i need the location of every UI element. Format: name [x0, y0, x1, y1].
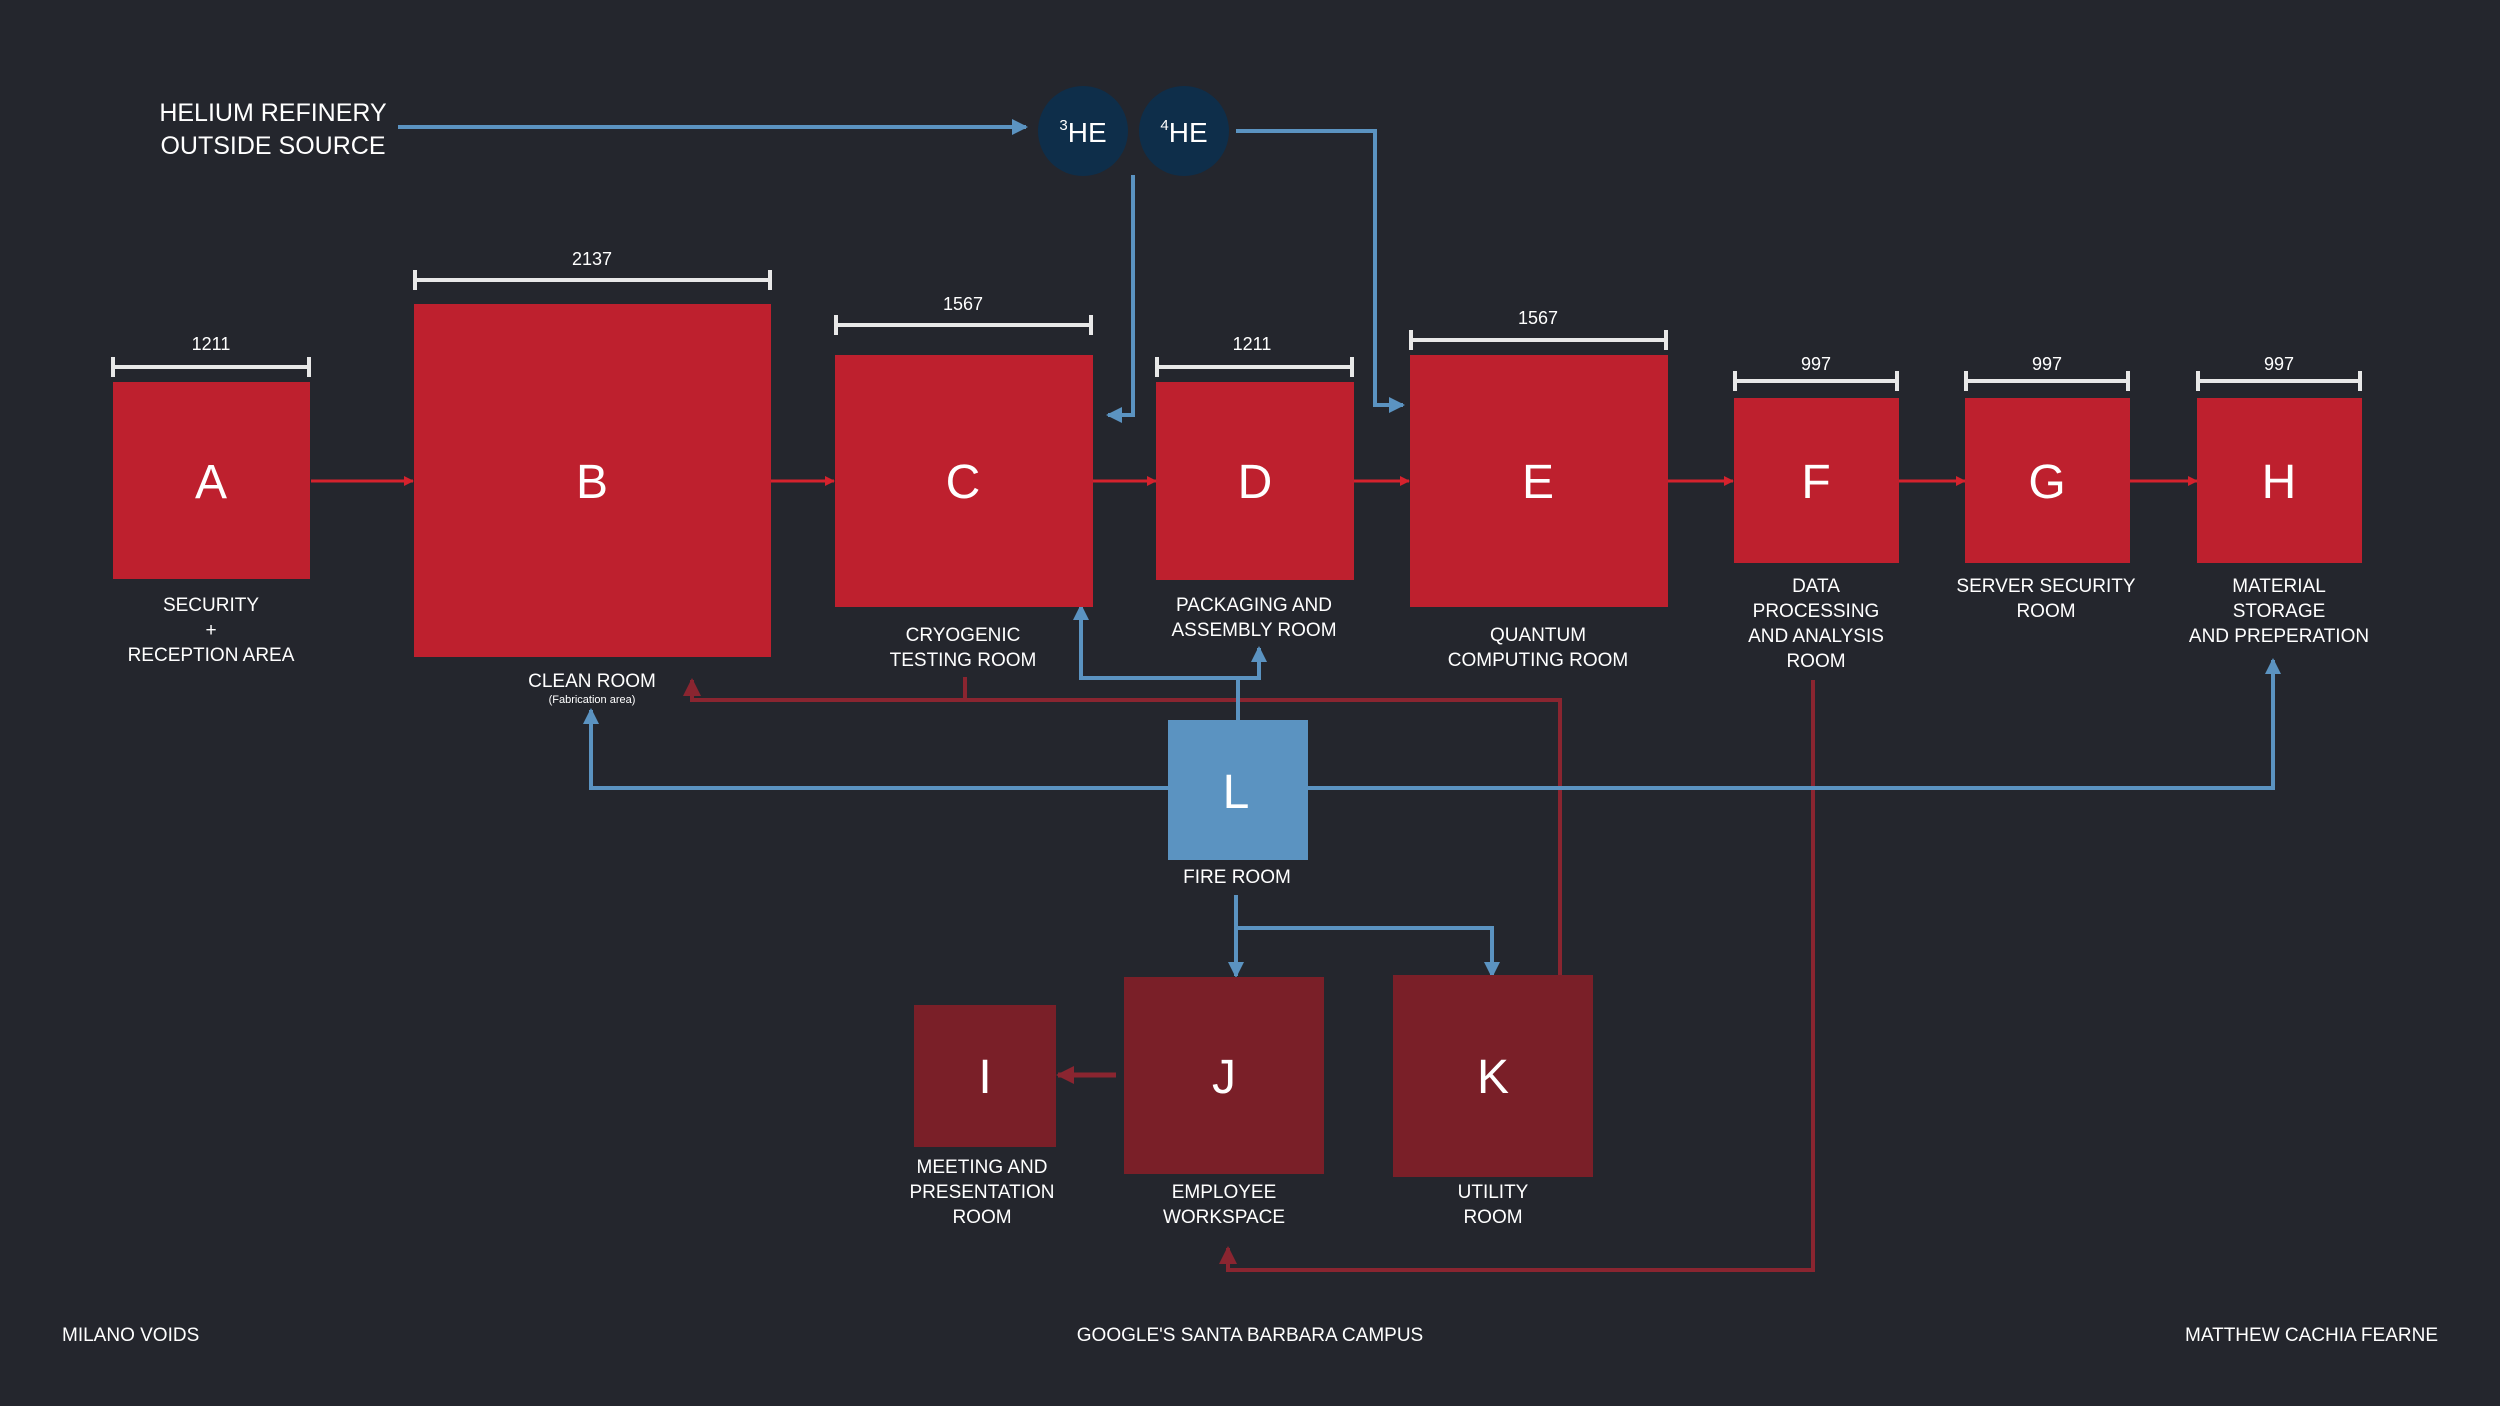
room-i-letter: I [978, 1051, 991, 1104]
room-d-label-1: PACKAGING AND [1176, 595, 1332, 616]
room-a-label-2: + [205, 620, 216, 641]
footer-center: GOOGLE'S SANTA BARBARA CAMPUS [1077, 1325, 1423, 1346]
source-label-line2: OUTSIDE SOURCE [160, 132, 385, 160]
room-c-label-1: CRYOGENIC [906, 625, 1021, 646]
room-b-label-1: CLEAN ROOM [528, 671, 656, 692]
room-e-letter: E [1522, 456, 1554, 509]
room-c-letter: C [946, 456, 981, 509]
he4-label: 4HE [1160, 117, 1207, 148]
room-f[interactable]: F [1734, 398, 1899, 563]
dimension-h [2196, 371, 2362, 391]
dimension-c-value: 1567 [943, 294, 983, 314]
room-e-label-1: QUANTUM [1490, 625, 1586, 646]
room-b-letter: B [576, 456, 608, 509]
room-i-label-3: ROOM [952, 1207, 1011, 1228]
room-f-label-4: ROOM [1786, 651, 1845, 672]
room-g[interactable]: G [1965, 398, 2130, 563]
l-to-k-line [1236, 926, 1500, 978]
dimension-f [1733, 371, 1899, 391]
room-j-label-1: EMPLOYEE [1172, 1182, 1277, 1203]
room-a-letter: A [195, 456, 227, 509]
dimension-b [413, 270, 772, 290]
room-e-label-2: COMPUTING ROOM [1448, 650, 1629, 671]
room-i-label-1: MEETING AND [917, 1157, 1048, 1178]
room-l-letter: L [1223, 766, 1250, 819]
room-b-sublabel: (Fabrication area) [549, 694, 636, 706]
room-j[interactable]: J [1124, 977, 1324, 1174]
room-k-letter: K [1477, 1051, 1509, 1104]
he4-node [1139, 86, 1229, 176]
room-g-label-1: SERVER SECURITY [1956, 576, 2135, 597]
dimension-c [834, 315, 1093, 335]
room-a-label-3: RECEPTION AREA [128, 645, 295, 666]
room-c[interactable]: C [835, 355, 1093, 607]
dimension-d-value: 1211 [1233, 334, 1272, 354]
room-d[interactable]: D [1156, 382, 1354, 580]
room-h-letter: H [2262, 456, 2297, 509]
room-l-label-1: FIRE ROOM [1183, 867, 1291, 888]
room-a[interactable]: A [113, 382, 310, 579]
room-f-label-1: DATA [1792, 576, 1840, 597]
room-l[interactable]: L [1168, 720, 1308, 860]
footer-left: MILANO VOIDS [62, 1325, 199, 1346]
room-h-label-2: STORAGE [2233, 601, 2326, 622]
dimension-a [111, 357, 311, 377]
room-a-label-1: SECURITY [163, 595, 259, 616]
k-to-b-return-line [965, 698, 1562, 975]
l-to-d-line [1238, 646, 1267, 680]
room-h[interactable]: H [2197, 398, 2362, 563]
l-to-c-line [1073, 604, 1240, 720]
room-b[interactable]: B [414, 304, 771, 657]
room-k-label-1: UTILITY [1458, 1182, 1529, 1203]
dimension-h-value: 997 [2264, 354, 2294, 374]
dimension-e-value: 1567 [1518, 308, 1558, 328]
dimension-d [1155, 357, 1354, 377]
l-to-h-line [1308, 658, 2281, 790]
room-h-label-1: MATERIAL [2232, 576, 2326, 597]
room-f-label-3: AND ANALYSIS [1748, 626, 1884, 647]
room-f-label-2: PROCESSING [1753, 601, 1880, 622]
f-to-j-return-line [1219, 680, 1815, 1272]
dimension-g [1964, 371, 2130, 391]
room-d-letter: D [1238, 456, 1273, 509]
he3-node [1038, 86, 1128, 176]
room-j-letter: J [1212, 1051, 1236, 1104]
dimension-g-value: 997 [2032, 354, 2062, 374]
room-i[interactable]: I [914, 1005, 1056, 1147]
room-k[interactable]: K [1393, 975, 1593, 1177]
room-d-label-2: ASSEMBLY ROOM [1171, 620, 1336, 641]
room-f-letter: F [1801, 456, 1830, 509]
he3-label: 3HE [1059, 117, 1106, 148]
dimension-e [1409, 330, 1668, 350]
he4-to-e-line [1236, 129, 1405, 413]
room-j-label-2: WORKSPACE [1163, 1207, 1285, 1228]
room-h-label-3: AND PREPERATION [2189, 626, 2369, 647]
room-e[interactable]: E [1410, 355, 1668, 607]
room-i-label-2: PRESENTATION [910, 1182, 1055, 1203]
c-to-b-return-line [683, 677, 967, 702]
dimension-a-value: 1211 [192, 334, 231, 354]
footer-right: MATTHEW CACHIA FEARNE [2185, 1325, 2438, 1346]
room-k-label-2: ROOM [1463, 1207, 1522, 1228]
he3-to-c-line [1106, 175, 1135, 423]
l-to-b-line [583, 708, 1168, 790]
dimension-f-value: 997 [1801, 354, 1831, 374]
source-label-line1: HELIUM REFINERY [159, 99, 387, 127]
room-c-label-2: TESTING ROOM [890, 650, 1037, 671]
room-g-letter: G [2028, 456, 2065, 509]
dimension-b-value: 2137 [572, 249, 612, 269]
room-g-label-2: ROOM [2016, 601, 2075, 622]
